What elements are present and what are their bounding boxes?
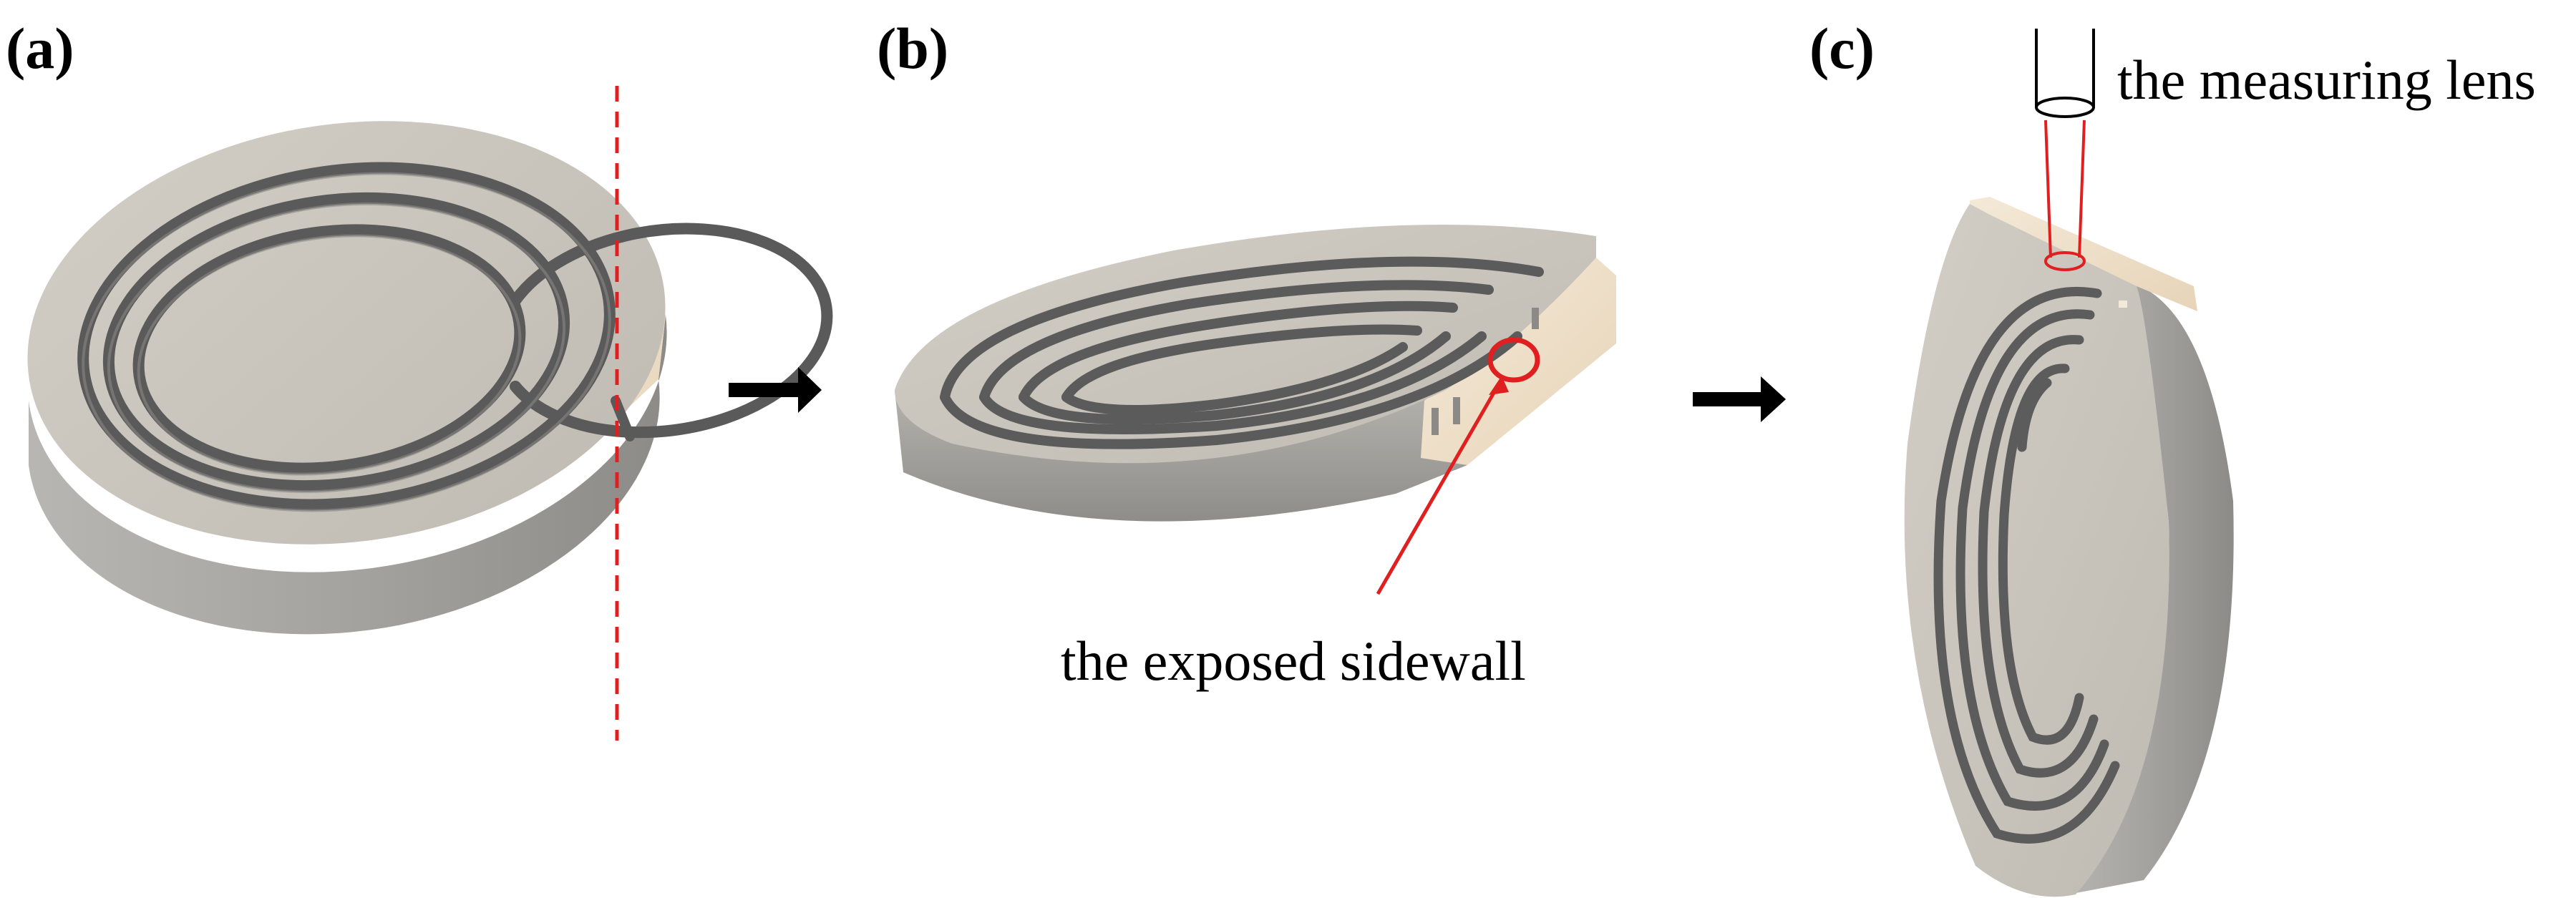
panel-c-label: (c) <box>1809 16 1875 81</box>
upright-sectioned-disk <box>1904 197 2234 897</box>
sectioned-spiral-disk <box>895 225 1616 595</box>
disk-a-side <box>29 315 667 635</box>
spiral-groove-b <box>940 256 1544 449</box>
sidewall-pointer <box>1376 378 1504 595</box>
disk-c-front <box>1904 204 2169 897</box>
spiral-groove-c <box>1933 286 2120 844</box>
measuring-lens <box>2035 29 2095 271</box>
lens-beam-right <box>2078 119 2086 258</box>
arrow-a-to-b <box>729 367 822 413</box>
sidewall-annotation: the exposed sidewall <box>1061 630 1526 692</box>
cut-notches <box>1432 308 1539 435</box>
disk-c-side <box>2060 275 2234 894</box>
panel-c: (c) <box>1809 16 2536 897</box>
panel-a: (a) <box>6 16 833 741</box>
panel-a-label: (a) <box>6 16 74 81</box>
lens-beam-left <box>2044 119 2052 258</box>
panel-b-label: (b) <box>877 16 948 81</box>
arrow-b-to-c <box>1693 376 1786 422</box>
sidewall-marker <box>1487 337 1540 383</box>
lens-annotation: the measuring lens <box>2117 49 2536 111</box>
panel-b: (b) <box>877 16 1616 692</box>
lens-spot <box>2044 251 2086 271</box>
intact-spiral-disk <box>27 121 833 635</box>
disk-b-cut-face <box>1421 258 1616 465</box>
disk-c-cut-face <box>1970 197 2197 311</box>
